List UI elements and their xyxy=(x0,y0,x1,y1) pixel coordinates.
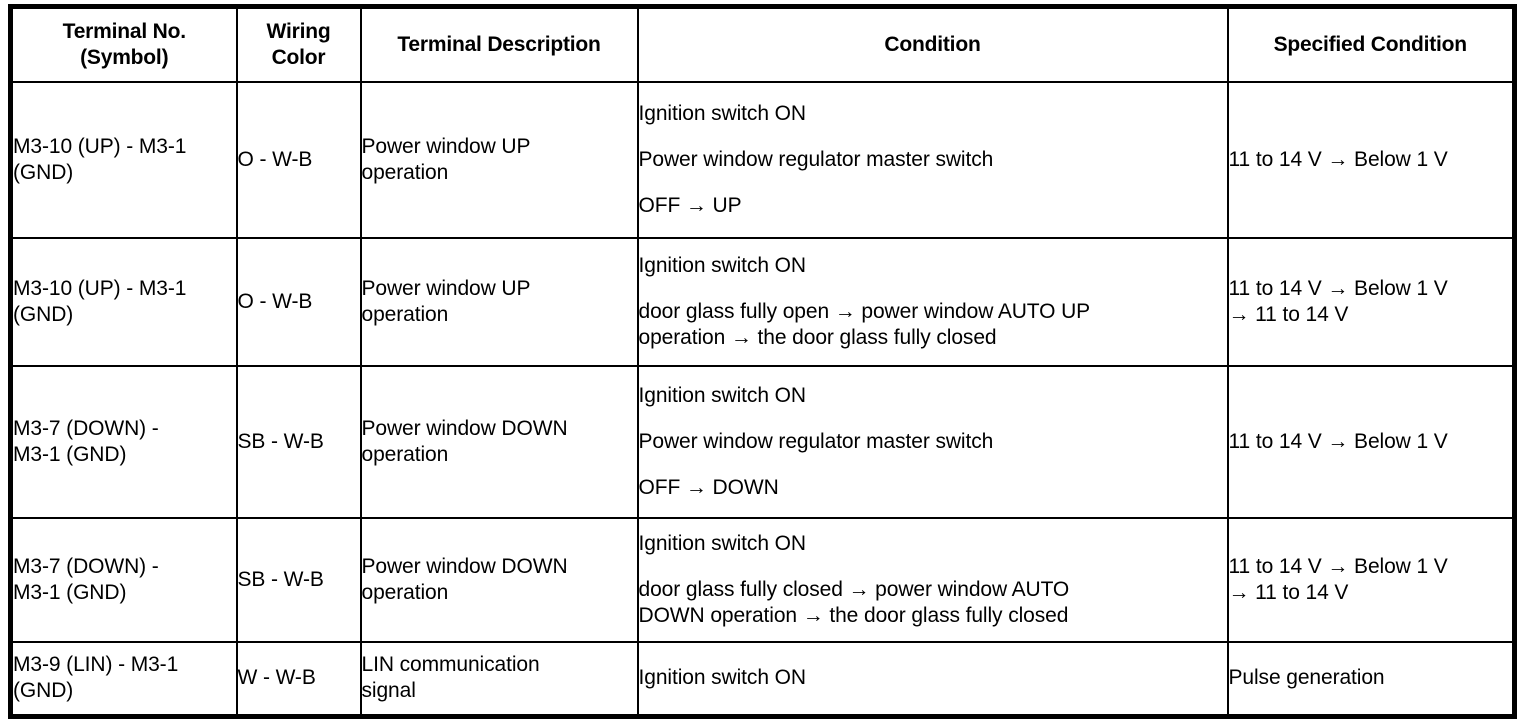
description-line2: operation xyxy=(361,303,449,326)
cell-terminal-no: M3-10 (UP) - M3-1 (GND) xyxy=(9,81,238,239)
cell-wiring-color: O - W-B xyxy=(235,81,362,239)
condition-step-1: Ignition switch ON xyxy=(638,101,807,125)
condition-step-1: Ignition switch ON xyxy=(638,253,807,277)
specified-line1: 11 to 14 V → Below 1 V xyxy=(1228,429,1448,453)
cell-wiring-color: SB - W-B xyxy=(235,517,362,643)
description-line1: Power window DOWN xyxy=(361,416,568,440)
header-terminal-no-line2: (Symbol) xyxy=(80,46,169,69)
condition-step-2-line1: door glass fully open → power window AUT… xyxy=(638,299,1091,323)
cell-wiring-color: O - W-B xyxy=(235,237,362,367)
terminal-no-line1: M3-10 (UP) - M3-1 xyxy=(13,134,187,158)
cell-terminal-no: M3-7 (DOWN) - M3-1 (GND) xyxy=(9,365,238,519)
condition-step-2-line2: operation → the door glass fully closed xyxy=(638,326,997,350)
cell-specified-condition: 11 to 14 V → Below 1 V → 11 to 14 V xyxy=(1226,517,1516,643)
header-terminal-no-line1: Terminal No. xyxy=(62,20,186,44)
condition-step-3: OFF → DOWN xyxy=(638,476,779,500)
condition-step-2-line2: DOWN operation → the door glass fully cl… xyxy=(638,604,1069,628)
cell-condition: Ignition switch ON Power window regulato… xyxy=(636,365,1229,519)
header-specified-condition: Specified Condition xyxy=(1226,5,1516,83)
terminal-no-line2: (GND) xyxy=(13,303,74,326)
cell-wiring-color: W - W-B xyxy=(235,641,362,717)
condition-step-1: Ignition switch ON xyxy=(638,666,807,690)
cell-condition: Ignition switch ON door glass fully clos… xyxy=(636,517,1229,643)
terminal-no-line2: M3-1 (GND) xyxy=(13,443,127,466)
header-wiring-color-line2: Color xyxy=(271,46,326,69)
specified-line1: 11 to 14 V → Below 1 V xyxy=(1228,554,1448,578)
table-row: M3-7 (DOWN) - M3-1 (GND) SB - W-B Power … xyxy=(9,365,1516,519)
table-body: M3-10 (UP) - M3-1 (GND) O - W-B Power wi… xyxy=(9,81,1516,717)
cell-condition: Ignition switch ON Power window regulato… xyxy=(636,81,1229,239)
terminal-no-line1: M3-9 (LIN) - M3-1 xyxy=(13,653,179,676)
cell-terminal-description: LIN communication signal xyxy=(359,641,639,717)
condition-step-3: OFF → UP xyxy=(638,194,742,218)
cell-condition: Ignition switch ON xyxy=(636,641,1229,717)
specified-line1: 11 to 14 V → Below 1 V xyxy=(1228,147,1448,171)
specified-line2: → 11 to 14 V xyxy=(1228,581,1349,604)
cell-specified-condition: 11 to 14 V → Below 1 V xyxy=(1226,365,1516,519)
description-line2: signal xyxy=(361,679,416,703)
description-line1: LIN communication xyxy=(361,653,540,676)
cell-terminal-description: Power window DOWN operation xyxy=(359,517,639,643)
cell-terminal-no: M3-7 (DOWN) - M3-1 (GND) xyxy=(9,517,238,643)
description-line1: Power window DOWN xyxy=(361,554,568,578)
table-row: M3-9 (LIN) - M3-1 (GND) W - W-B LIN comm… xyxy=(9,641,1516,717)
description-line1: Power window UP xyxy=(361,276,531,300)
cell-condition: Ignition switch ON door glass fully open… xyxy=(636,237,1229,367)
table-row: M3-10 (UP) - M3-1 (GND) O - W-B Power wi… xyxy=(9,81,1516,239)
cell-terminal-no: M3-10 (UP) - M3-1 (GND) xyxy=(9,237,238,367)
terminal-no-line1: M3-7 (DOWN) - xyxy=(13,416,159,440)
description-line1: Power window UP xyxy=(361,134,531,158)
terminal-no-line2: (GND) xyxy=(13,161,74,184)
cell-specified-condition: 11 to 14 V → Below 1 V → 11 to 14 V xyxy=(1226,237,1516,367)
cell-terminal-description: Power window UP operation xyxy=(359,237,639,367)
specified-line2: → 11 to 14 V xyxy=(1228,303,1349,326)
header-wiring-color: Wiring Color xyxy=(235,5,362,83)
specified-line1: Pulse generation xyxy=(1228,666,1385,690)
condition-step-1: Ignition switch ON xyxy=(638,531,807,555)
header-wiring-color-line1: Wiring xyxy=(266,20,331,44)
cell-terminal-description: Power window DOWN operation xyxy=(359,365,639,519)
condition-step-2-line1: door glass fully closed → power window A… xyxy=(638,577,1070,601)
description-line2: operation xyxy=(361,161,449,184)
terminal-no-line1: M3-10 (UP) - M3-1 xyxy=(13,276,187,300)
cell-wiring-color: SB - W-B xyxy=(235,365,362,519)
condition-step-2: Power window regulator master switch xyxy=(638,429,994,453)
cell-terminal-no: M3-9 (LIN) - M3-1 (GND) xyxy=(9,641,238,717)
terminal-no-line1: M3-7 (DOWN) - xyxy=(13,554,159,578)
description-line2: operation xyxy=(361,443,449,466)
terminal-no-line2: M3-1 (GND) xyxy=(13,581,127,604)
condition-step-2: door glass fully closed → power window A… xyxy=(639,577,1227,630)
cell-specified-condition: Pulse generation xyxy=(1226,641,1516,717)
header-row: Terminal No. (Symbol) Wiring Color Termi… xyxy=(9,5,1516,83)
specified-line1: 11 to 14 V → Below 1 V xyxy=(1228,276,1448,300)
terminal-inspection-table: Terminal No. (Symbol) Wiring Color Termi… xyxy=(8,4,1517,719)
condition-step-2: Power window regulator master switch xyxy=(638,147,994,171)
cell-terminal-description: Power window UP operation xyxy=(359,81,639,239)
terminal-no-line2: (GND) xyxy=(13,679,74,703)
header-terminal-description: Terminal Description xyxy=(359,5,639,83)
table-row: M3-10 (UP) - M3-1 (GND) O - W-B Power wi… xyxy=(9,237,1516,367)
description-line2: operation xyxy=(361,581,449,604)
table-header: Terminal No. (Symbol) Wiring Color Termi… xyxy=(9,5,1516,83)
header-condition: Condition xyxy=(636,5,1229,83)
cell-specified-condition: 11 to 14 V → Below 1 V xyxy=(1226,81,1516,239)
condition-step-1: Ignition switch ON xyxy=(638,383,807,407)
table-row: M3-7 (DOWN) - M3-1 (GND) SB - W-B Power … xyxy=(9,517,1516,643)
header-terminal-no: Terminal No. (Symbol) xyxy=(9,5,238,83)
condition-step-2: door glass fully open → power window AUT… xyxy=(639,299,1227,352)
